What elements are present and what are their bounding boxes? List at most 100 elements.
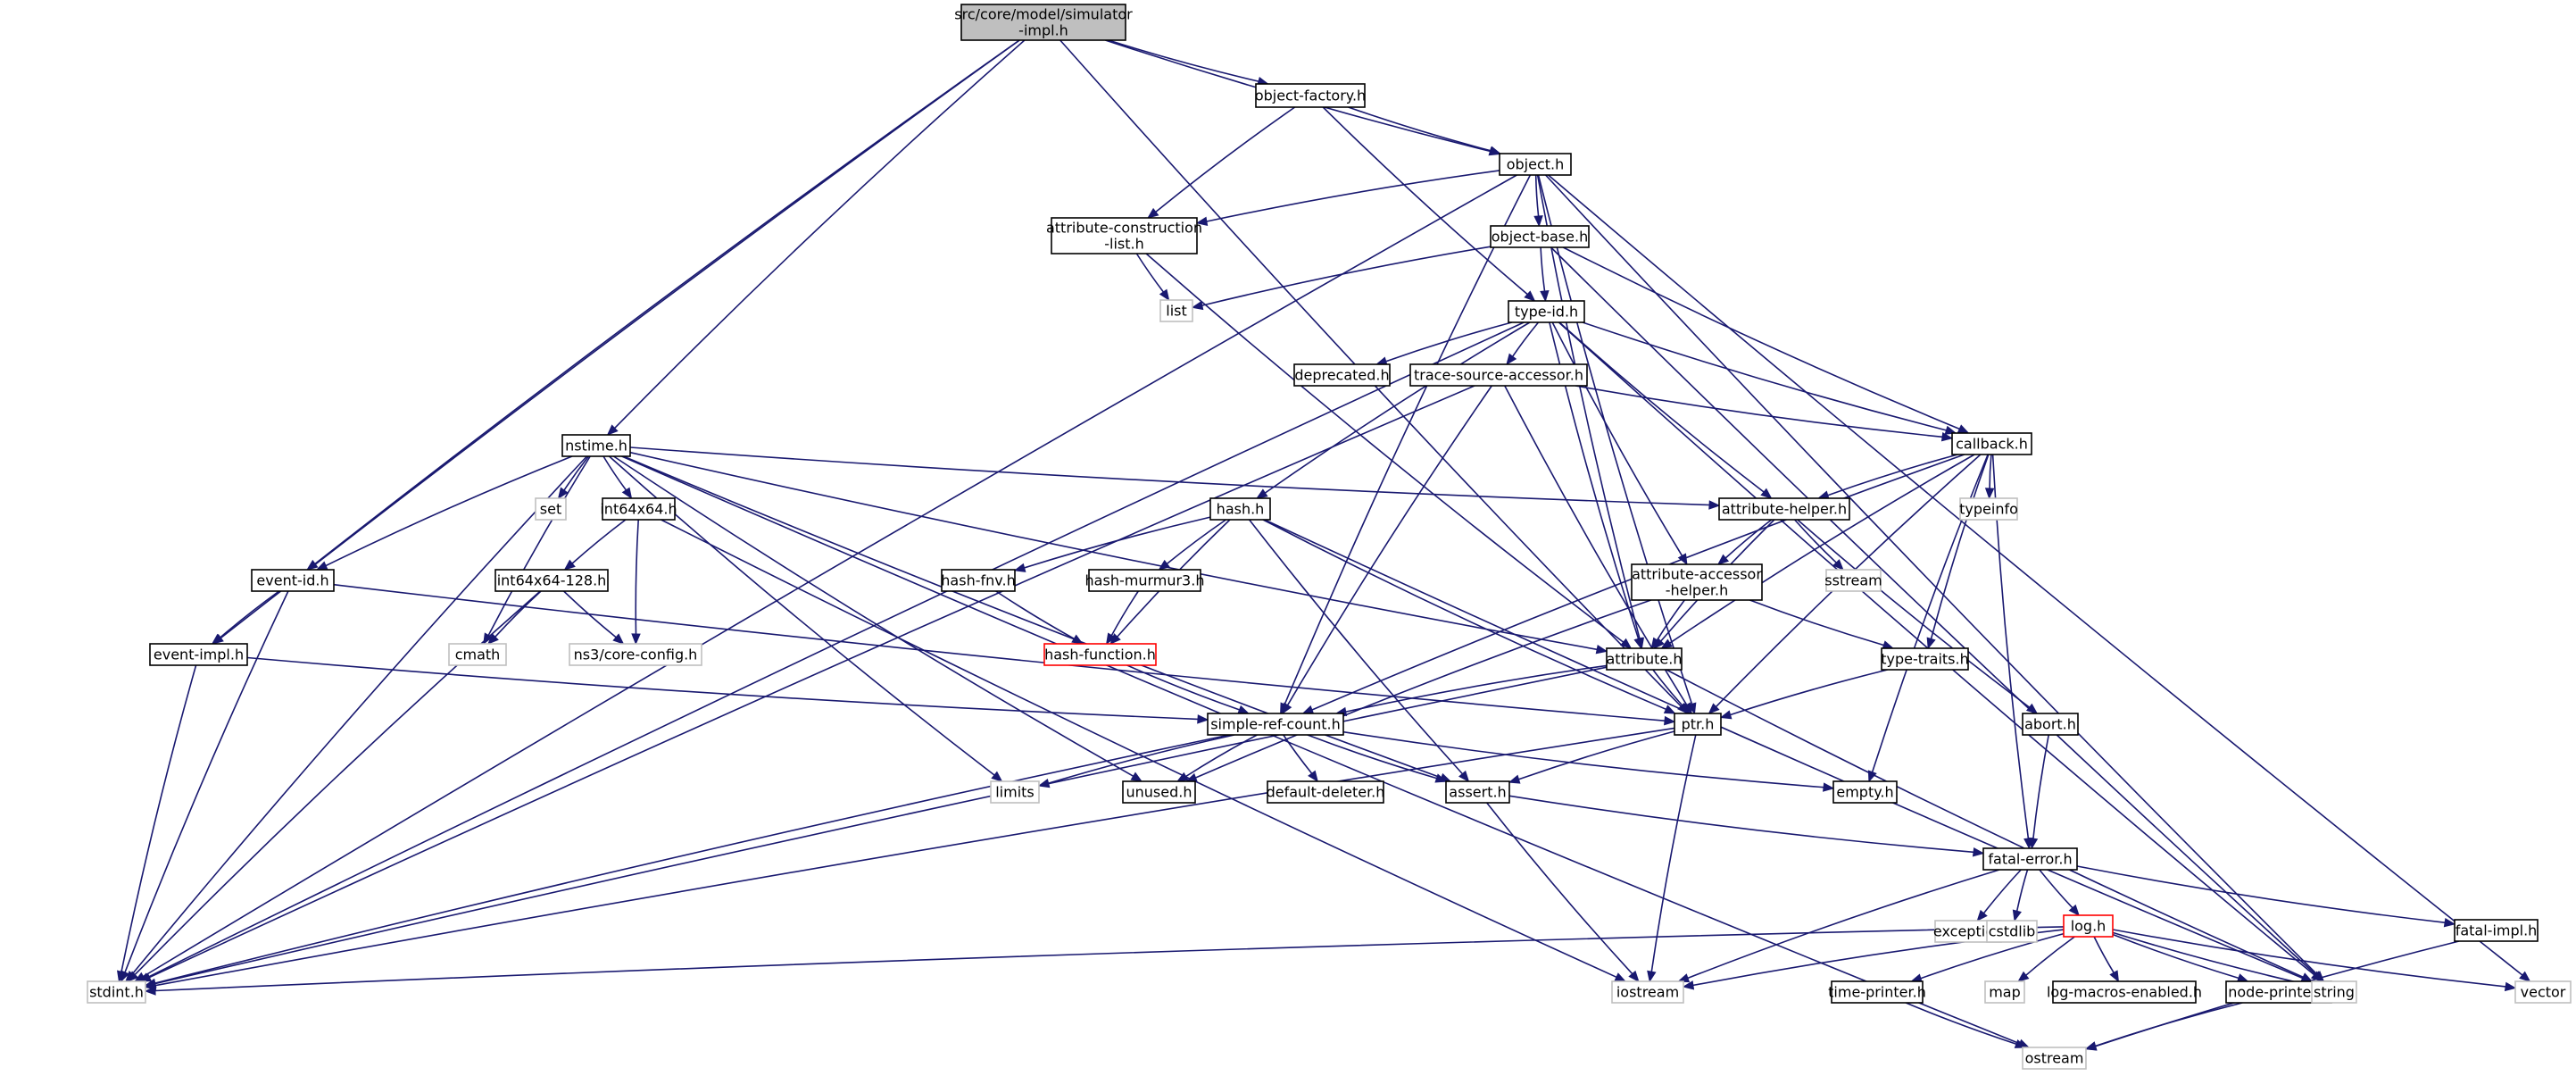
node-core-config[interactable]: ns3/core-config.h — [569, 643, 702, 666]
edge-type_traits-to-ptr — [1719, 669, 1888, 720]
edge-type_id-to-attr_helper — [1558, 321, 1773, 499]
node-fatal-error[interactable]: fatal-error.h — [1982, 847, 2078, 871]
node-label: map — [1989, 984, 2021, 1001]
edge-simple_ref-to-assert — [1307, 734, 1448, 783]
node-type-id[interactable]: type-id.h — [1508, 300, 1585, 323]
node-trace-source[interactable]: trace-source-accessor.h — [1409, 363, 1588, 387]
edge-fatal_error-to-iostream — [1677, 869, 2000, 983]
node-object[interactable]: object.h — [1499, 153, 1572, 176]
node-label: ostream — [2025, 1050, 2084, 1067]
node-object-factory[interactable]: object-factory.h — [1255, 83, 1366, 108]
edge-ptr-to-stdint — [144, 727, 1675, 990]
node-cstdlib[interactable]: cstdlib — [1986, 920, 2038, 943]
node-log[interactable]: log.h — [2063, 914, 2114, 938]
node-hash-murmur3[interactable]: hash-murmur3.h — [1085, 569, 1205, 592]
edge-hash-to-hash_fnv — [1013, 516, 1211, 572]
node-event-impl[interactable]: event-impl.h — [149, 643, 248, 666]
node-empty[interactable]: empty.h — [1832, 780, 1898, 804]
edge-int64x64_128-to-core_config — [563, 590, 625, 645]
node-sstream[interactable]: sstream — [1824, 569, 1882, 592]
node-label: object.h — [1507, 156, 1565, 173]
node-label: log.h — [2071, 918, 2107, 935]
node-type-traits[interactable]: type-traits.h — [1881, 647, 1969, 671]
node-list[interactable]: list — [1159, 299, 1193, 322]
edge-hash-to-string — [1264, 519, 2314, 983]
edge-event_id-to-event_impl — [211, 590, 280, 645]
edge-root-to-object_factory — [1108, 39, 1269, 86]
edge-root-to-event_impl — [212, 39, 1020, 645]
node-vector[interactable]: vector — [2514, 980, 2572, 1004]
node-attr-accessor[interactable]: attribute-accessor-helper.h — [1631, 563, 1763, 601]
node-cmath[interactable]: cmath — [448, 643, 507, 666]
node-assert[interactable]: assert.h — [1445, 780, 1510, 804]
node-root[interactable]: src/core/model/simulator-impl.h — [954, 4, 1133, 41]
node-time-printer[interactable]: time-printer.h — [1828, 980, 1926, 1004]
node-label: abort.h — [2024, 716, 2076, 733]
node-stdint[interactable]: stdint.h — [87, 980, 146, 1004]
node-label: typeinfo — [1959, 501, 2018, 518]
node-label: type-id.h — [1515, 304, 1578, 321]
edge-event_id-to-ptr — [333, 583, 1676, 726]
node-ostream[interactable]: ostream — [2022, 1047, 2087, 1070]
node-limits[interactable]: limits — [990, 780, 1040, 804]
node-label: empty.h — [1836, 784, 1893, 801]
node-hash[interactable]: hash.h — [1209, 497, 1271, 521]
node-typeinfo[interactable]: typeinfo — [1959, 497, 2018, 521]
edge-attr_helper-to-abort — [1797, 519, 2039, 714]
node-label: attribute-helper.h — [1722, 501, 1847, 518]
node-attribute[interactable]: attribute.h — [1606, 647, 1683, 671]
node-label: fatal-error.h — [1988, 851, 2072, 868]
node-label: deprecated.h — [1294, 367, 1389, 384]
node-label: nstime.h — [565, 438, 627, 455]
node-attr-helper[interactable]: attribute-helper.h — [1718, 497, 1850, 521]
node-ptr[interactable]: ptr.h — [1674, 713, 1722, 736]
node-map[interactable]: map — [1984, 980, 2025, 1004]
node-int64x64[interactable]: int64x64.h — [600, 497, 677, 521]
edge-ptr-to-assert — [1508, 730, 1675, 784]
node-label: hash-fnv.h — [941, 572, 1015, 589]
node-label: ptr.h — [1682, 716, 1715, 733]
node-label: int64x64-128.h — [497, 572, 607, 589]
edge-hash-to-assert — [1248, 519, 1470, 783]
node-iostream[interactable]: iostream — [1611, 980, 1684, 1004]
node-label: attribute-accessor — [1632, 566, 1762, 583]
edge-object_factory-to-type_id — [1322, 106, 1536, 302]
edge-nstime-to-int64x64 — [602, 455, 633, 500]
edge-assert-to-fatal_error — [1508, 795, 1985, 857]
node-unused[interactable]: unused.h — [1122, 780, 1196, 804]
node-nstime[interactable]: nstime.h — [561, 434, 631, 457]
node-label: ns3/core-config.h — [574, 646, 698, 663]
node-int64x64-128[interactable]: int64x64-128.h — [494, 569, 609, 592]
edge-simple_ref-to-limits — [1037, 734, 1235, 788]
edge-object-to-object_base — [1533, 174, 1543, 228]
edge-type_id-to-attr_accessor — [1551, 321, 1688, 566]
node-log-macros[interactable]: log-macros-enabled.h — [2047, 980, 2202, 1004]
edge-trace_source-to-callback — [1575, 385, 1954, 442]
node-abort[interactable]: abort.h — [2022, 713, 2079, 736]
node-label: event-impl.h — [154, 646, 244, 663]
node-fatal-impl[interactable]: fatal-impl.h — [2454, 919, 2539, 942]
node-set[interactable]: set — [535, 497, 567, 521]
node-simple-ref[interactable]: simple-ref-count.h — [1207, 713, 1344, 736]
node-hash-fnv[interactable]: hash-fnv.h — [941, 569, 1016, 592]
node-object-base[interactable]: object-base.h — [1490, 225, 1590, 248]
node-label: type-traits.h — [1881, 651, 1968, 668]
node-event-id[interactable]: event-id.h — [251, 569, 335, 592]
edge-nstime-to-attr_helper — [629, 446, 1721, 510]
edge-log-to-stdint — [144, 926, 2065, 996]
node-string[interactable]: string — [2311, 980, 2357, 1004]
node-attr-constr[interactable]: attribute-construction-list.h — [1046, 217, 1202, 254]
edge-callback-to-typeinfo — [1984, 454, 1995, 500]
node-hash-function[interactable]: hash-function.h — [1043, 643, 1157, 666]
node-deprecated[interactable]: deprecated.h — [1293, 363, 1391, 387]
node-default-deleter[interactable]: default-deleter.h — [1267, 780, 1385, 804]
edge-object_base-to-list — [1191, 246, 1492, 311]
node-label: default-deleter.h — [1267, 784, 1385, 801]
node-label: src/core/model/simulator — [954, 6, 1133, 23]
edge-attr_constr-to-attribute — [1145, 253, 1633, 649]
edge-attr_accessor-to-attribute — [1650, 599, 1685, 650]
edge-object_base-to-callback — [1562, 246, 1970, 434]
node-label: exception — [1933, 923, 2003, 940]
node-callback[interactable]: callback.h — [1951, 432, 2032, 455]
